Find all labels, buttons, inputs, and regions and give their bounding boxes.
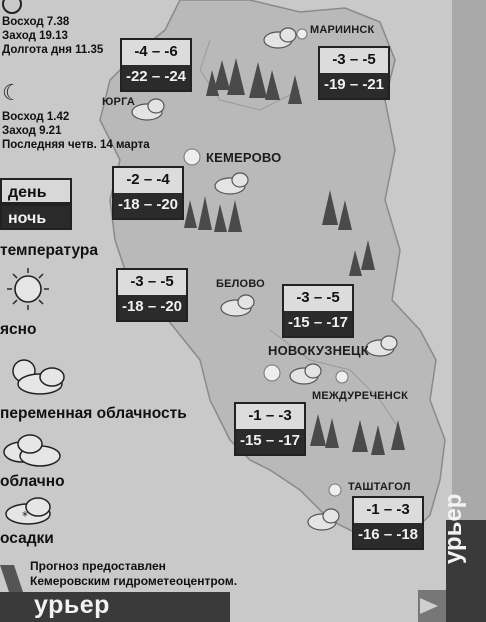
snow-cloud-icon-mezhdurechensk — [365, 335, 398, 357]
forecast-mariinsk: -3 – -5 -19 – -21 — [318, 46, 390, 100]
brand-emblem-right — [418, 590, 446, 622]
snow-cloud-icon-yurga — [131, 98, 165, 121]
sunrise-time: Восход 7.38 — [2, 16, 70, 28]
city-dot-tashtagol — [328, 483, 342, 497]
forecast-credit: Прогноз предоставлен Кемеровским гидроме… — [30, 559, 237, 589]
forecast-novokuznetsk-night: -15 – -17 — [284, 311, 352, 336]
brand-name-side: урьер — [440, 493, 467, 564]
brand-bar-bottom — [0, 592, 230, 622]
moon-info: Восход 1.42 Заход 9.21 Последняя четв. 1… — [2, 110, 150, 152]
snow-cloud-icon-mariinsk — [263, 27, 297, 49]
forecast-belovo-day: -3 – -5 — [118, 270, 186, 295]
forecast-tashtagol-day: -1 – -3 — [354, 498, 422, 523]
legend-variable-icon — [12, 359, 65, 395]
forecast-mariinsk-night: -19 – -21 — [320, 73, 388, 98]
city-dot-novokuznetsk — [263, 364, 281, 382]
sun-icon — [2, 0, 22, 14]
forecast-mezhdurechensk-night: -15 – -17 — [236, 429, 304, 454]
snow-cloud-icon-tashtagol — [307, 508, 340, 531]
snow-cloud-icon-novokuznetsk — [289, 363, 322, 385]
legend-day: день — [0, 178, 72, 204]
snow-cloud-icon-kemerovo — [214, 172, 249, 195]
moon-icon: ☾ — [2, 80, 22, 105]
forecast-tashtagol: -1 – -3 -16 – -18 — [352, 496, 424, 550]
sun-info: Восход 7.38 Заход 19.13 Долгота дня 11.3… — [2, 15, 103, 57]
forest-icons — [184, 58, 405, 455]
sunset-time: Заход 19.13 — [2, 30, 68, 42]
forecast-mezhdurechensk-day: -1 – -3 — [236, 404, 304, 429]
legend-clear-label: ясно — [0, 321, 37, 338]
city-label-yurga: ЮРГА — [102, 96, 135, 108]
legend-cloudy-label: облачно — [0, 473, 65, 490]
city-label-belovo: БЕЛОВО — [216, 278, 265, 290]
legend-night: ночь — [0, 204, 72, 230]
forecast-yurga-night: -22 – -24 — [122, 65, 190, 90]
credit-line-2: Кемеровским гидрометеоцентром. — [30, 574, 238, 588]
city-label-mezhdurechensk: МЕЖДУРЕЧЕНСК — [312, 390, 408, 402]
city-dot-mariinsk — [296, 28, 308, 40]
forecast-mezhdurechensk: -1 – -3 -15 – -17 — [234, 402, 306, 456]
city-label-mariinsk: МАРИИНСК — [310, 24, 375, 36]
legend-precipitation-label: осадки — [0, 530, 54, 547]
city-label-novokuznetsk: НОВОКУЗНЕЦК — [268, 343, 369, 358]
legend-clear-icon — [7, 268, 49, 310]
legend-cloudy-icon — [3, 434, 61, 467]
legend-variable-label: переменная облачность — [0, 405, 187, 422]
city-label-kemerovo: КЕМЕРОВО — [206, 150, 282, 165]
forecast-belovo: -3 – -5 -18 – -20 — [116, 268, 188, 322]
legend-temperature: температура — [0, 242, 99, 259]
moonrise-time: Восход 1.42 — [2, 111, 70, 123]
forecast-belovo-night: -18 – -20 — [118, 295, 186, 320]
moonset-time: Заход 9.21 — [2, 125, 62, 137]
legend-precipitation-icon: * — [5, 497, 51, 525]
svg-text:*: * — [22, 509, 28, 523]
forecast-tashtagol-night: -16 – -18 — [354, 523, 422, 548]
city-dot-kemerovo — [183, 148, 201, 166]
snow-cloud-icon-belovo — [220, 294, 255, 317]
forecast-novokuznetsk-day: -3 – -5 — [284, 286, 352, 311]
brand-name-bottom: урьер — [34, 591, 110, 619]
forecast-kemerovo: -2 – -4 -18 – -20 — [112, 166, 184, 220]
forecast-novokuznetsk: -3 – -5 -15 – -17 — [282, 284, 354, 338]
newspaper-column — [452, 0, 486, 520]
day-length: Долгота дня 11.35 — [2, 44, 104, 56]
brand-bar-right — [446, 520, 486, 622]
forecast-mariinsk-day: -3 – -5 — [320, 48, 388, 73]
city-label-tashtagol: ТАШТАГОЛ — [348, 481, 411, 493]
forecast-kemerovo-day: -2 – -4 — [114, 168, 182, 193]
moon-phase: Последняя четв. 14 марта — [2, 139, 150, 151]
forecast-yurga-day: -4 – -6 — [122, 40, 190, 65]
credit-line-1: Прогноз предоставлен — [30, 559, 166, 573]
forecast-yurga: -4 – -6 -22 – -24 — [120, 38, 192, 92]
city-dot-mezhdurechensk — [335, 370, 349, 384]
forecast-kemerovo-night: -18 – -20 — [114, 193, 182, 218]
